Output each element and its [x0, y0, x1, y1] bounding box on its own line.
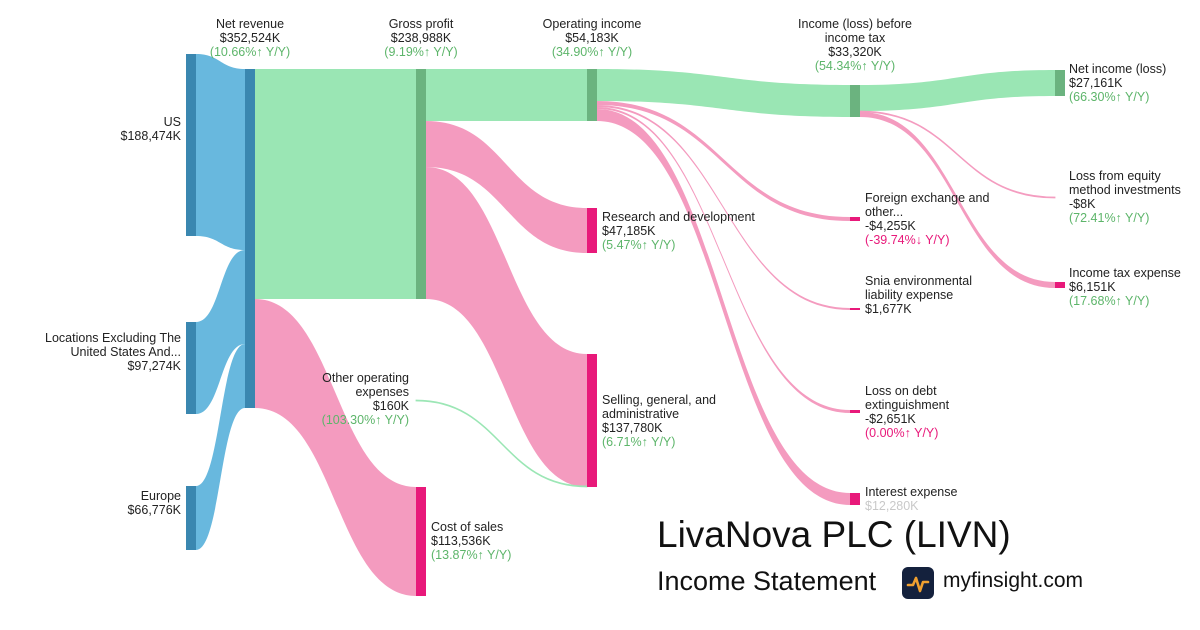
label-ni-name: Net income (loss) [1069, 62, 1166, 76]
label-rev-value: $352,524K [220, 31, 281, 45]
label-sga-name: administrative [602, 407, 679, 421]
label-oi-name: Operating income [543, 17, 642, 31]
label-ibt-change: (54.34%↑ Y/Y) [815, 59, 895, 73]
label-debt-name: Loss on debt [865, 384, 937, 398]
label-snia-name: Snia environmental [865, 274, 972, 288]
label-sga-value: $137,780K [602, 421, 663, 435]
label-int-value: $12,280K [865, 499, 919, 513]
label-intl-name: United States And... [71, 345, 182, 359]
node-oi [587, 69, 597, 121]
link-gp-oi [426, 69, 587, 121]
label-snia-name: liability expense [865, 288, 953, 302]
node-snia [850, 308, 860, 310]
sankey-nodes [186, 54, 1065, 596]
label-intl-name: Locations Excluding The [45, 331, 181, 345]
label-rd-value: $47,185K [602, 224, 656, 238]
label-us-name: US [164, 115, 181, 129]
label-rev-name: Net revenue [216, 17, 284, 31]
node-sga [587, 354, 597, 487]
label-gp-change: (9.19%↑ Y/Y) [384, 45, 457, 59]
label-tax-change: (17.68%↑ Y/Y) [1069, 294, 1149, 308]
label-fx-name: other... [865, 205, 903, 219]
label-fx-value: -$4,255K [865, 219, 916, 233]
label-snia-value: $1,677K [865, 302, 912, 316]
label-ibt-value: $33,320K [828, 45, 882, 59]
label-europe-name: Europe [141, 489, 181, 503]
label-europe-value: $66,776K [127, 503, 181, 517]
node-fx [850, 217, 860, 221]
node-gp [416, 69, 426, 299]
label-ibt-name: Income (loss) before [798, 17, 912, 31]
label-rd-change: (5.47%↑ Y/Y) [602, 238, 675, 252]
label-gp-value: $238,988K [391, 31, 452, 45]
label-debt-name: extinguishment [865, 398, 950, 412]
node-int [850, 493, 860, 505]
node-ibt [850, 85, 860, 117]
label-cos-change: (13.87%↑ Y/Y) [431, 548, 511, 562]
label-eq-name: method investments [1069, 183, 1181, 197]
node-ni [1055, 70, 1065, 96]
label-intl-value: $97,274K [127, 359, 181, 373]
label-tax-value: $6,151K [1069, 280, 1116, 294]
link-ibt-eq [859, 110, 1056, 199]
link-gp-sga [426, 167, 587, 487]
label-eq-change: (72.41%↑ Y/Y) [1069, 211, 1149, 225]
link-oi-int [597, 109, 850, 505]
label-sga-change: (6.71%↑ Y/Y) [602, 435, 675, 449]
link-intl-rev [196, 250, 245, 414]
label-ooe-change: (103.30%↑ Y/Y) [322, 413, 409, 427]
label-eq-name: Loss from equity [1069, 169, 1161, 183]
sankey-labels: US$188,474K Locations Excluding TheUnited… [45, 17, 1181, 562]
link-rev-cos [255, 299, 416, 596]
chart-title: LivaNova PLC (LIVN) [657, 514, 1011, 555]
label-tax-name: Income tax expense [1069, 266, 1181, 280]
label-ooe-value: $160K [373, 399, 410, 413]
link-oi-fx [597, 101, 850, 221]
label-ibt-name: income tax [825, 31, 886, 45]
node-rev [245, 69, 255, 408]
node-intl [186, 322, 196, 414]
node-debt [850, 410, 860, 413]
node-europe [186, 486, 196, 550]
label-fx-change: (-39.74%↓ Y/Y) [865, 233, 950, 247]
label-fx-name: Foreign exchange and [865, 191, 989, 205]
chart-subtitle: Income Statement [657, 566, 877, 596]
myfinsight-logo-icon [902, 567, 934, 599]
link-gp-rd [426, 121, 587, 253]
link-oi-ibt [597, 69, 850, 117]
label-cos-name: Cost of sales [431, 520, 503, 534]
label-ooe-name: Other operating [322, 371, 409, 385]
label-eq-value: -$8K [1069, 197, 1096, 211]
label-ni-value: $27,161K [1069, 76, 1123, 90]
link-europe-rev [196, 344, 245, 550]
link-oi-debt [597, 107, 850, 413]
label-us-value: $188,474K [121, 129, 182, 143]
label-debt-change: (0.00%↑ Y/Y) [865, 426, 938, 440]
label-debt-value: -$2,651K [865, 412, 916, 426]
link-oi-snia [597, 105, 850, 310]
label-gp-name: Gross profit [389, 17, 454, 31]
label-ooe-name: expenses [355, 385, 409, 399]
label-rd-name: Research and development [602, 210, 755, 224]
node-rd [587, 208, 597, 253]
label-ni-change: (66.30%↑ Y/Y) [1069, 90, 1149, 104]
brand-site: myfinsight.com [943, 569, 1084, 592]
link-ibt-ni [860, 70, 1055, 111]
node-cos [416, 487, 426, 596]
label-oi-change: (34.90%↑ Y/Y) [552, 45, 632, 59]
label-rev-change: (10.66%↑ Y/Y) [210, 45, 290, 59]
sankey-links [196, 54, 1056, 596]
node-tax [1055, 282, 1065, 288]
label-oi-value: $54,183K [565, 31, 619, 45]
label-int-name: Interest expense [865, 485, 957, 499]
link-us-rev [196, 54, 245, 250]
label-sga-name: Selling, general, and [602, 393, 716, 407]
link-rev-gp [255, 69, 416, 299]
link-ibt-tax [860, 112, 1055, 288]
node-us [186, 54, 196, 236]
label-cos-value: $113,536K [431, 534, 491, 548]
